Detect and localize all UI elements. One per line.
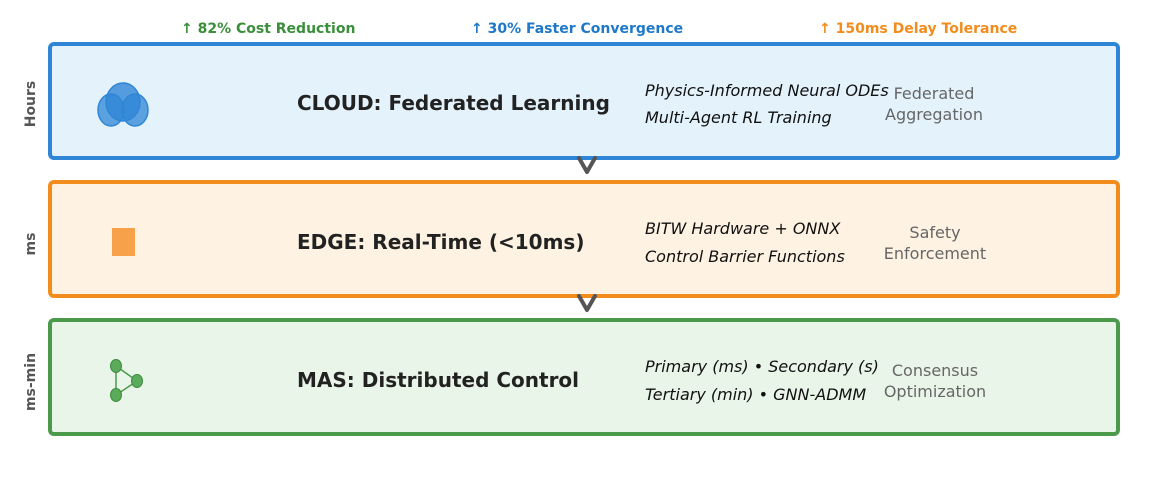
cloud-detail-line-2: Multi-Agent RL Training [645,108,832,127]
cloud-layer-box [48,42,1120,160]
edge-layer-box [48,180,1120,298]
mas-detail-line-1: Primary (ms) • Secondary (s) [645,357,879,376]
edge-detail-line-2: Control Barrier Functions [645,247,845,266]
mas-layer-title: MAS: Distributed Control [297,368,580,392]
mas-timescale-label: ms-min [23,352,39,412]
square-chip-icon [112,228,135,256]
metric-faster-convergence: ↑ 30% Faster Convergence [471,21,684,37]
cloud-icon [97,82,149,127]
edge-timescale-label: ms [23,232,39,256]
cloud-note: Federated Aggregation [885,84,983,124]
mas-note: Consensus Optimization [883,361,987,401]
mas-detail-line-2: Tertiary (min) • GNN-ADMM [645,385,867,404]
metric-delay-tolerance: ↑ 150ms Delay Tolerance [819,21,1018,37]
mas-layer-box [48,318,1120,436]
cloud-timescale-label: Hours [23,80,39,128]
down-arrow-icon [577,156,597,174]
edge-layer-title: EDGE: Real-Time (<10ms) [297,230,585,254]
network-nodes-icon [110,359,143,402]
edge-detail-line-1: BITW Hardware + ONNX [645,219,841,238]
metric-cost-reduction: ↑ 82% Cost Reduction [181,21,356,37]
cloud-layer-title: CLOUD: Federated Learning [297,91,610,115]
cloud-detail-line-1: Physics-Informed Neural ODEs [645,81,889,100]
down-arrow-icon [577,294,597,312]
edge-note: Safety Enforcement [883,223,987,263]
